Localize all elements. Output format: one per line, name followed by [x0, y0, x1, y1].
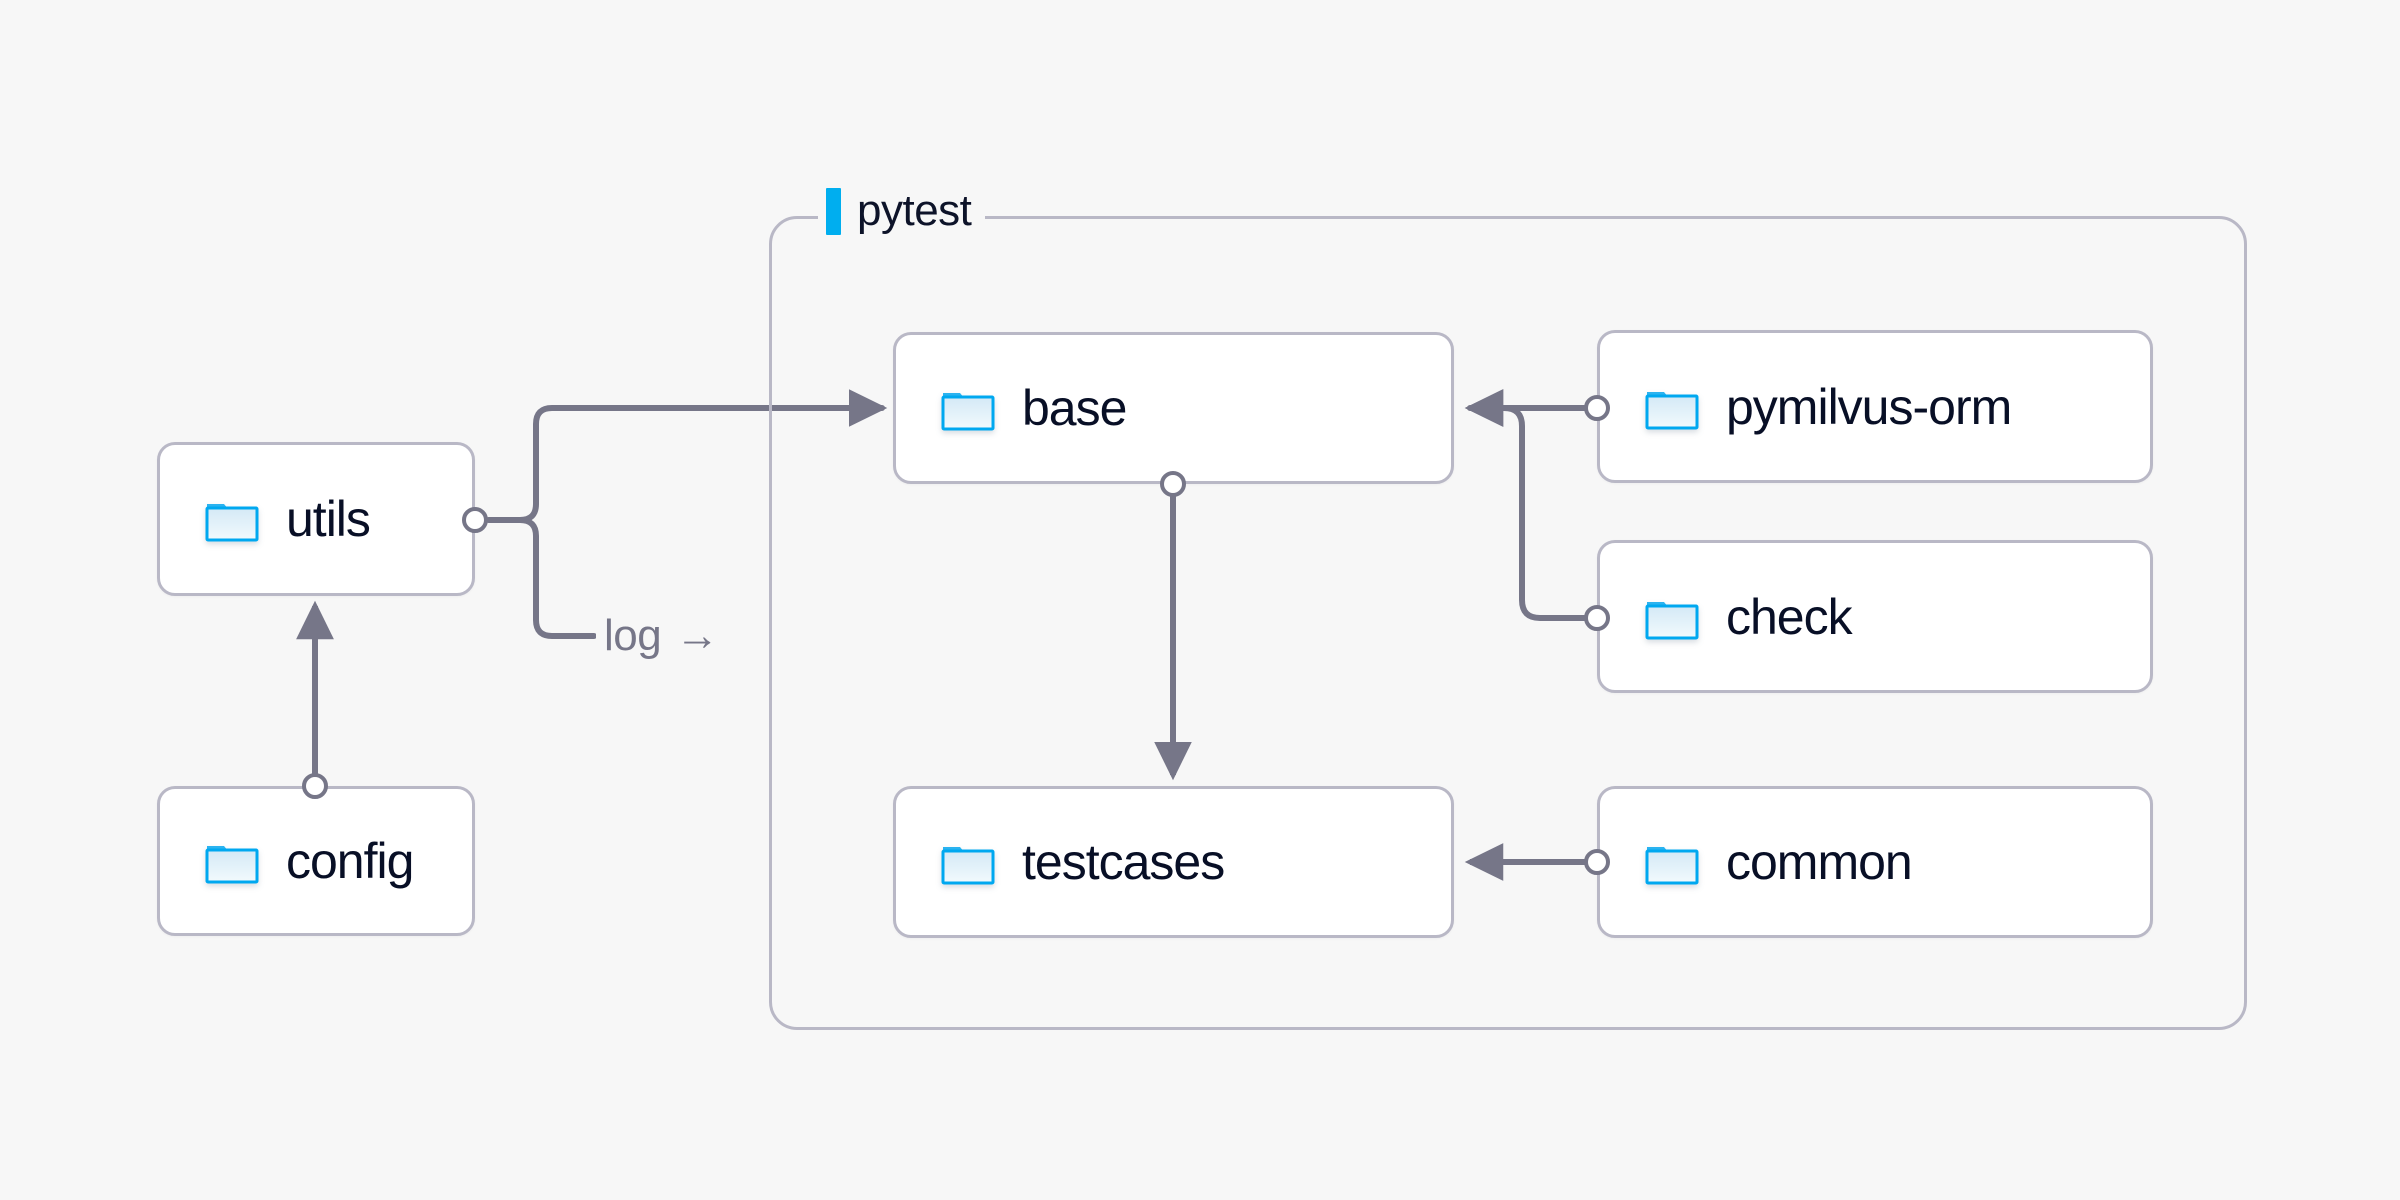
- node-check-label: check: [1726, 588, 1853, 645]
- handle-base-bottom[interactable]: [1160, 471, 1186, 497]
- group-pytest[interactable]: [769, 216, 2247, 1030]
- handle-pymilvus-orm-left[interactable]: [1584, 395, 1610, 421]
- node-utils[interactable]: utils: [157, 442, 475, 596]
- group-accent-bar: [826, 187, 841, 235]
- folder-icon: [1645, 847, 1699, 885]
- folder-icon: [205, 504, 259, 542]
- group-pytest-label-text: pytest: [857, 186, 972, 235]
- node-pymilvus-orm-label: pymilvus-orm: [1726, 378, 2012, 435]
- node-base[interactable]: base: [893, 332, 1454, 484]
- handle-config-top[interactable]: [302, 773, 328, 799]
- node-utils-label: utils: [286, 491, 371, 547]
- node-config-label: config: [286, 833, 414, 889]
- node-check[interactable]: check: [1597, 540, 2153, 693]
- folder-icon: [205, 846, 259, 884]
- handle-common-left[interactable]: [1584, 849, 1610, 875]
- node-pymilvus-orm[interactable]: pymilvus-orm: [1597, 330, 2153, 483]
- node-testcases-label: testcases: [1022, 834, 1225, 890]
- node-common[interactable]: common: [1597, 786, 2153, 938]
- folder-icon: [1645, 601, 1699, 639]
- folder-icon: [941, 847, 995, 885]
- edge-label-log: log →: [596, 612, 727, 660]
- node-common-label: common: [1726, 834, 1913, 890]
- folder-icon: [941, 393, 995, 431]
- group-pytest-label: pytest: [818, 182, 986, 240]
- handle-utils-right[interactable]: [462, 507, 488, 533]
- handle-check-left[interactable]: [1584, 605, 1610, 631]
- node-testcases[interactable]: testcases: [893, 786, 1454, 938]
- edge-utils-log: [486, 517, 597, 639]
- node-base-label: base: [1022, 380, 1127, 436]
- arrow-right-icon: →: [675, 611, 719, 660]
- edge-label-log-text: log: [604, 611, 662, 660]
- node-config[interactable]: config: [157, 786, 475, 936]
- folder-icon: [1645, 391, 1699, 429]
